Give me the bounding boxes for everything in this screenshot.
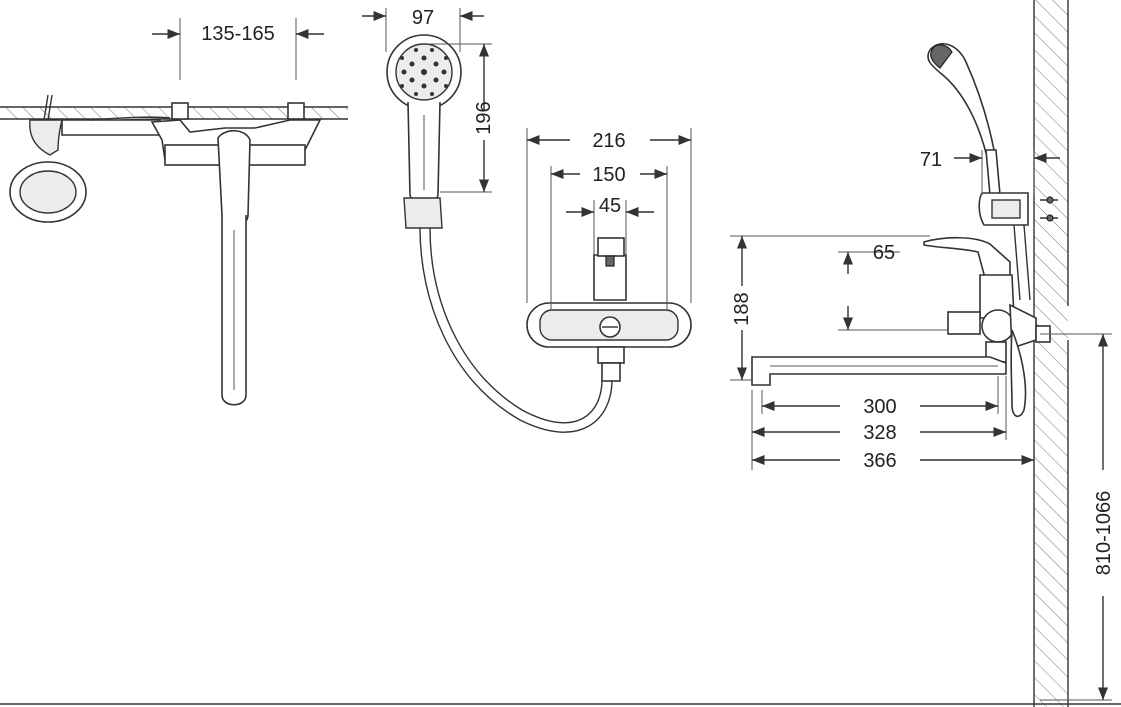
dim-body-width-center: 45 (599, 195, 621, 217)
top-view: 135-165 (0, 18, 348, 406)
dim-spout-length-short: 300 (863, 396, 896, 418)
dim-spout-length-mid: 328 (863, 422, 896, 444)
handshower-top-icon (9, 94, 87, 223)
handshower-view: 97 196 (362, 7, 613, 433)
front-view: 216 150 45 (526, 128, 692, 382)
dim-handle-offset: 65 (873, 242, 895, 264)
dim-handshower-height: 196 (473, 101, 495, 134)
side-view: 71 188 65 300 328 366 810-1066 (730, 0, 1115, 707)
wall-screw-icon (1040, 196, 1058, 222)
wall-hatch-side (1034, 0, 1068, 707)
shower-nozzles-icon (400, 48, 448, 96)
dim-body-width-overall: 216 (592, 130, 625, 152)
dim-handle-height: 188 (731, 292, 753, 325)
dim-mount-height: 810-1066 (1093, 491, 1115, 576)
dim-holder-offset: 71 (920, 149, 942, 171)
dim-top-mount-spacing: 135-165 (201, 23, 274, 45)
dim-body-width-mid: 150 (592, 164, 625, 186)
dim-handshower-width: 97 (412, 7, 434, 29)
dim-spout-length-long: 366 (863, 450, 896, 472)
